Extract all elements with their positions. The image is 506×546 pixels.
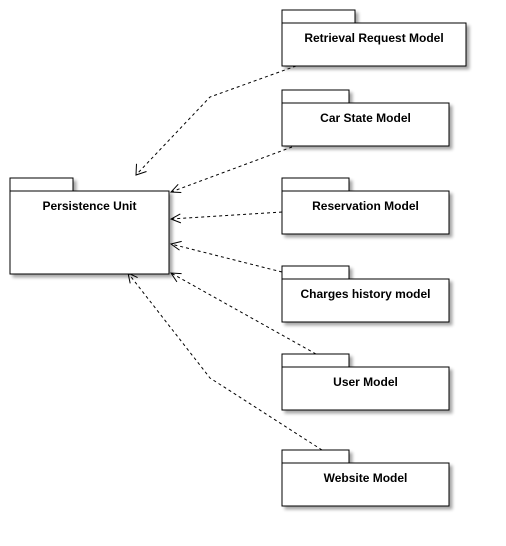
edge-reservation <box>169 211 283 224</box>
package-label: Retrieval Request Model <box>304 31 443 45</box>
edge-retrieval-request <box>135 65 297 176</box>
package-user-model[interactable]: User Model <box>281 353 450 411</box>
package-label: Charges history model <box>300 287 430 301</box>
package-retrieval-request-model[interactable]: Retrieval Request Model <box>281 9 467 67</box>
edge-car-state <box>169 146 293 193</box>
package-car-state-model[interactable]: Car State Model <box>281 89 450 147</box>
package-charges-history-model[interactable]: Charges history model <box>281 265 450 323</box>
dependency-edges <box>127 65 323 451</box>
package-website-model[interactable]: Website Model <box>281 449 450 507</box>
package-label: Car State Model <box>320 111 411 125</box>
package-label: Persistence Unit <box>42 199 136 213</box>
package-reservation-model[interactable]: Reservation Model <box>281 177 450 235</box>
package-label: Website Model <box>324 471 408 485</box>
package-persistence-unit[interactable]: Persistence Unit <box>9 177 170 275</box>
package-label: User Model <box>333 375 398 389</box>
edge-charges-history <box>169 240 283 273</box>
package-label: Reservation Model <box>312 199 419 213</box>
edge-user <box>170 272 317 355</box>
